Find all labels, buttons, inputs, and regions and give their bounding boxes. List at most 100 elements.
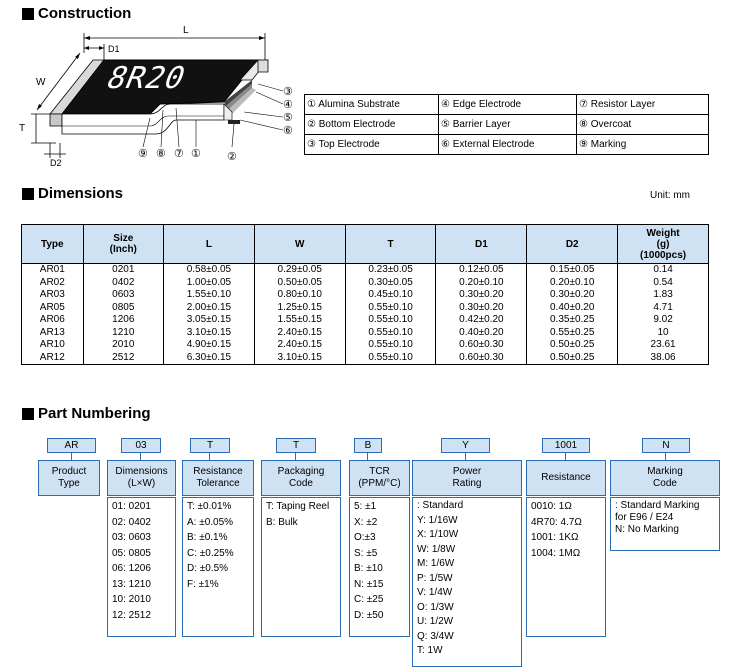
table-cell: AR10: [21, 339, 84, 352]
table-cell: 0.20±0.10: [526, 276, 619, 289]
option-item: O:±3: [354, 532, 376, 543]
table-cell: 0.42±0.20: [435, 314, 528, 327]
option-item: Q: 3/4W: [417, 630, 454, 642]
table-cell: 0.80±0.10: [253, 289, 346, 302]
legend-row: ① Alumina Substrate ④ Edge Electrode ⑦ R…: [304, 94, 709, 115]
table-cell: 0.30±0.20: [435, 301, 528, 314]
dim-label-W: W: [36, 77, 46, 88]
connector-line: [70, 453, 72, 460]
callout-8: ⑧: [156, 148, 166, 160]
construction-legend: ① Alumina Substrate ④ Edge Electrode ⑦ R…: [304, 94, 709, 155]
option-item: 4R70: 4.7Ω: [531, 516, 582, 528]
table-cell: 0.55±0.25: [526, 326, 619, 339]
part-field-heading: TCR(PPM/°C): [349, 460, 410, 496]
table-cell: 0201: [82, 263, 164, 277]
table-cell: 0.58±0.05: [162, 263, 255, 277]
section-square-icon: [22, 407, 34, 420]
heading-line: (L×W): [127, 478, 156, 489]
legend-cell: ④ Edge Electrode: [438, 94, 577, 115]
option-item: T: Taping Reel: [266, 501, 330, 512]
option-item: 06: 1206: [112, 563, 151, 574]
callout-1: ①: [191, 148, 201, 160]
heading-line: Type: [58, 478, 80, 489]
table-cell: 0.50±0.25: [526, 339, 619, 352]
option-item: A: ±0.05%: [187, 516, 234, 528]
table-cell: 0.50±0.25: [526, 351, 619, 365]
dimensions-title: Dimensions: [22, 185, 123, 202]
option-item: D: ±0.5%: [187, 563, 229, 574]
table-cell: 10: [617, 326, 709, 339]
table-cell: 3.10±0.15: [162, 326, 255, 339]
heading-line: Packaging: [277, 466, 325, 477]
table-cell: 38.06: [617, 351, 709, 365]
table-cell: 0.60±0.30: [435, 351, 528, 365]
unit-label: Unit: mm: [650, 190, 690, 201]
option-item: U: 1/2W: [417, 616, 454, 627]
table-cell: 1.55±0.10: [162, 289, 255, 302]
connector-line: [209, 453, 210, 460]
callout-4: ④: [283, 99, 293, 111]
table-cell: 0.55±0.10: [344, 351, 437, 365]
connector-line: [565, 453, 566, 460]
table-cell: 0805: [82, 301, 164, 314]
option-item: X: 1/10W: [417, 529, 459, 540]
table-cell: 2010: [82, 339, 164, 352]
table-cell: 23.61: [617, 339, 709, 352]
part-field-heading: Dimensions(L×W): [107, 460, 176, 496]
table-cell: 0.20±0.10: [435, 276, 528, 289]
table-header-cell: Size(Inch): [82, 224, 164, 264]
table-cell: 2.00±0.15: [162, 301, 255, 314]
legend-cell: ② Bottom Electrode: [304, 114, 439, 135]
table-cell: 1.55±0.15: [253, 314, 346, 327]
table-cell: 1.00±0.05: [162, 276, 255, 289]
part-code-box: AR: [47, 438, 96, 453]
legend-row: ② Bottom Electrode ⑤ Barrier Layer ⑧ Ove…: [304, 114, 709, 135]
option-item: W: 1/8W: [417, 543, 456, 555]
option-item: O: 1/3W: [417, 601, 454, 613]
table-cell: AR01: [21, 263, 84, 277]
option-item: for E96 / E24: [615, 512, 674, 523]
part-code-box: T: [276, 438, 316, 453]
option-item: 1004: 1MΩ: [531, 547, 581, 559]
callout-3: ③: [283, 86, 293, 98]
option-item: V: 1/4W: [417, 587, 453, 598]
heading-line: Power: [452, 466, 482, 477]
heading-line: Rating: [452, 478, 482, 489]
table-cell: AR06: [21, 314, 84, 327]
part-code-box: B: [354, 438, 382, 453]
connector-line: [367, 453, 368, 460]
table-cell: 0.12±0.05: [435, 263, 528, 277]
table-cell: 0.35±0.25: [526, 314, 619, 327]
table-cell: 0.30±0.20: [526, 289, 619, 302]
connector-line: [464, 453, 466, 460]
dim-label-L: L: [183, 25, 189, 36]
option-item: 03: 0603: [112, 532, 151, 543]
option-item: T: 1W: [417, 645, 443, 656]
dim-label-D2: D2: [50, 158, 62, 168]
table-header-cell: L: [162, 224, 255, 264]
heading-line: Dimensions: [115, 466, 168, 477]
construction-diagram: [31, 33, 284, 158]
option-item: N: ±15: [354, 578, 384, 590]
construction-title: Construction: [22, 5, 131, 22]
option-item: 12: 2512: [112, 609, 151, 621]
option-item: : Standard: [417, 500, 464, 511]
legend-cell: ⑤ Barrier Layer: [438, 114, 577, 135]
heading-line: Product: [51, 466, 87, 477]
part-field-heading: Resistance: [526, 460, 606, 496]
option-item: 1001: 1KΩ: [531, 532, 579, 543]
table-cell: 0.54: [617, 276, 709, 289]
option-item: M: 1/6W: [417, 558, 455, 569]
option-item: B: ±10: [354, 563, 383, 574]
dim-label-D1: D1: [108, 44, 120, 54]
